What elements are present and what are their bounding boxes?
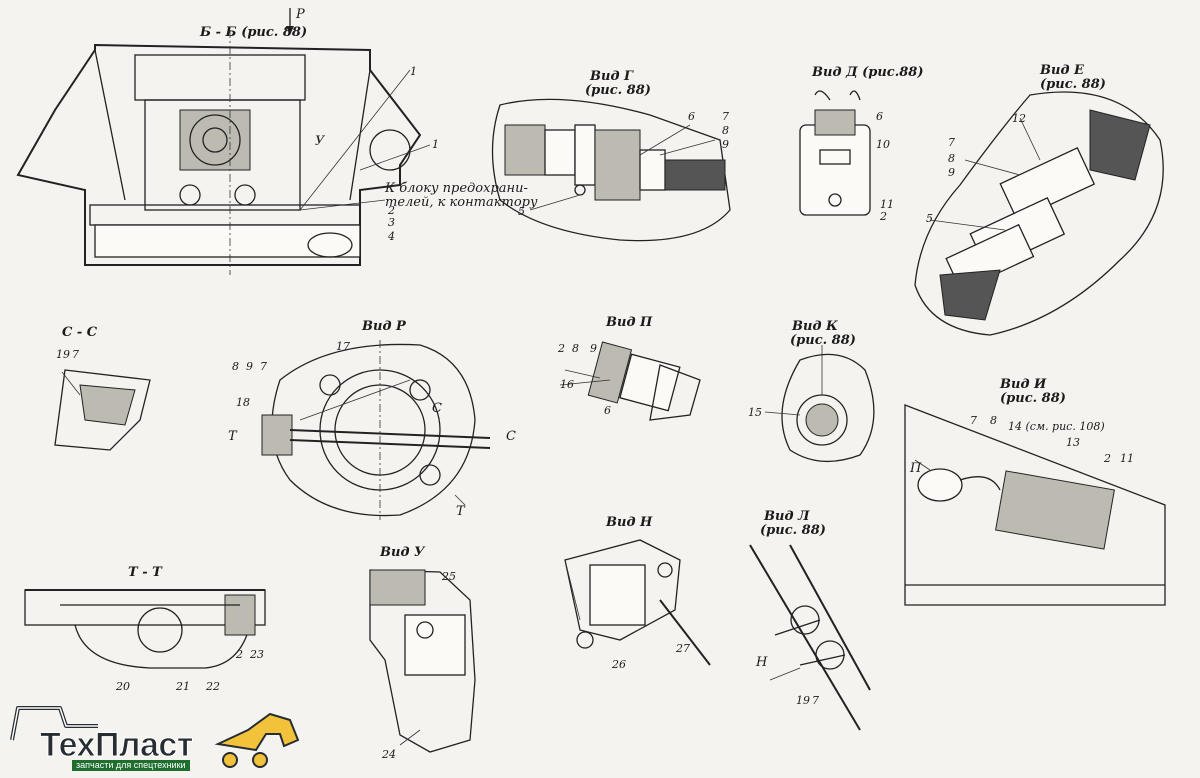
callout-t22: 22 <box>205 680 220 693</box>
callout-r8: 8 <box>232 360 239 373</box>
view-r-drawing <box>261 340 491 520</box>
view-g-ref: (рис. 88) <box>585 83 651 98</box>
section-bb-title: Б - Б (рис. 88) <box>199 25 307 40</box>
view-e-drawing <box>914 91 1164 336</box>
view-i-title: Вид И <box>999 377 1047 392</box>
callout-3: 3 <box>388 216 395 229</box>
note-contactor: телей, к контактору <box>385 195 538 210</box>
callout-e8: 8 <box>948 152 955 165</box>
callout-i13: 13 <box>1066 436 1080 449</box>
view-r-c-mark: С <box>432 401 442 416</box>
callout-t21: 21 <box>175 680 190 693</box>
callout-n26: 26 <box>611 658 626 671</box>
callout-c19: 19 <box>56 348 70 361</box>
callout-r9: 9 <box>246 360 253 373</box>
callout-p16: 16 <box>560 378 574 391</box>
callout-e12: 12 <box>1012 112 1026 125</box>
view-g-title: Вид Г <box>589 69 634 84</box>
brand-tagline: запчасти для спецтехники <box>72 760 190 771</box>
callout-l7: 7 <box>812 694 819 707</box>
view-e-title: Вид Е <box>1039 63 1085 78</box>
callout-i11: 11 <box>1120 452 1134 465</box>
callout-l19: 19 <box>796 694 810 707</box>
callout-1: 1 <box>410 65 417 78</box>
note-fuse-block: К блоку предохрани- <box>384 181 528 196</box>
callout-g7: 7 <box>722 110 729 123</box>
view-e-ref: (рис. 88) <box>1040 77 1106 92</box>
view-k-title: Вид К <box>791 319 838 334</box>
excavator-icon <box>214 712 300 768</box>
view-n-drawing <box>564 539 711 666</box>
callout-k15: 15 <box>748 406 762 419</box>
callout-p8: 8 <box>572 342 579 355</box>
section-bb-view <box>16 8 431 275</box>
view-d-drawing <box>799 90 871 216</box>
section-tt-drawing <box>24 589 266 669</box>
callout-r17: 17 <box>336 340 350 353</box>
view-u-mark: У <box>315 134 326 149</box>
callout-t20: 20 <box>115 680 130 693</box>
callout-n27: 27 <box>675 642 690 655</box>
callout-g9: 9 <box>722 138 729 151</box>
callout-p2: 2 <box>557 342 565 355</box>
callout-p6: 6 <box>604 404 611 417</box>
view-g-drawing <box>491 98 731 242</box>
view-n-title: Вид Н <box>605 515 653 530</box>
callout-g8: 8 <box>722 124 729 137</box>
view-r-t-mark: Т <box>228 429 238 444</box>
view-k-ref: (рис. 88) <box>790 333 856 348</box>
view-u-drawing <box>369 569 476 753</box>
view-r-t-mark-2: Т <box>456 504 466 519</box>
view-i-p-mark: П <box>909 461 922 476</box>
view-l-title: Вид Л <box>763 509 810 524</box>
callout-d6: 6 <box>876 110 883 123</box>
callout-1b: 1 <box>432 138 439 151</box>
section-cc-drawing <box>54 369 151 451</box>
callout-e7: 7 <box>948 136 955 149</box>
view-r-title: Вид Р <box>361 319 407 334</box>
view-p-title: Вид П <box>605 315 653 330</box>
view-u-title: Вид У <box>379 545 426 560</box>
view-i-drawing <box>904 404 1166 606</box>
view-l-drawing <box>749 544 871 731</box>
callout-g6: 6 <box>688 110 695 123</box>
callout-r7: 7 <box>260 360 267 373</box>
callout-t2: 2 <box>235 648 243 661</box>
callout-e9: 9 <box>948 166 955 179</box>
view-p-drawing <box>559 341 701 421</box>
callout-i2: 2 <box>1103 452 1111 465</box>
callout-e5: 5 <box>926 212 933 225</box>
section-cc-title: С - С <box>62 325 98 340</box>
view-l-ref: (рис. 88) <box>760 523 826 538</box>
arrow-p-label: Р <box>295 7 305 22</box>
brand-name: ТехПласт <box>40 726 194 765</box>
callout-r18: 18 <box>236 396 250 409</box>
callout-g5: 5 <box>518 205 525 218</box>
callout-c7: 7 <box>72 348 79 361</box>
callout-d10: 10 <box>876 138 890 151</box>
view-d-title: Вид Д (рис.88) <box>811 65 923 80</box>
callout-d2: 2 <box>879 210 887 223</box>
view-r-c-mark-2: С <box>506 429 516 444</box>
callout-i7: 7 <box>970 414 977 427</box>
section-tt-title: Т - Т <box>128 565 163 580</box>
ref-fig-108: 14 (см. рис. 108) <box>1008 420 1105 433</box>
callout-p9: 9 <box>590 342 597 355</box>
callout-i8: 8 <box>990 414 997 427</box>
callout-t23: 23 <box>249 648 264 661</box>
brand-logo <box>10 706 300 768</box>
callout-d11: 11 <box>880 198 894 211</box>
callout-2: 2 <box>387 204 395 217</box>
view-l-n-mark: Н <box>755 655 768 670</box>
view-k-drawing <box>764 345 875 463</box>
callout-u25: 25 <box>441 570 456 583</box>
view-i-ref: (рис. 88) <box>1000 391 1066 406</box>
callout-u24: 24 <box>381 748 396 761</box>
callout-4: 4 <box>387 230 395 243</box>
